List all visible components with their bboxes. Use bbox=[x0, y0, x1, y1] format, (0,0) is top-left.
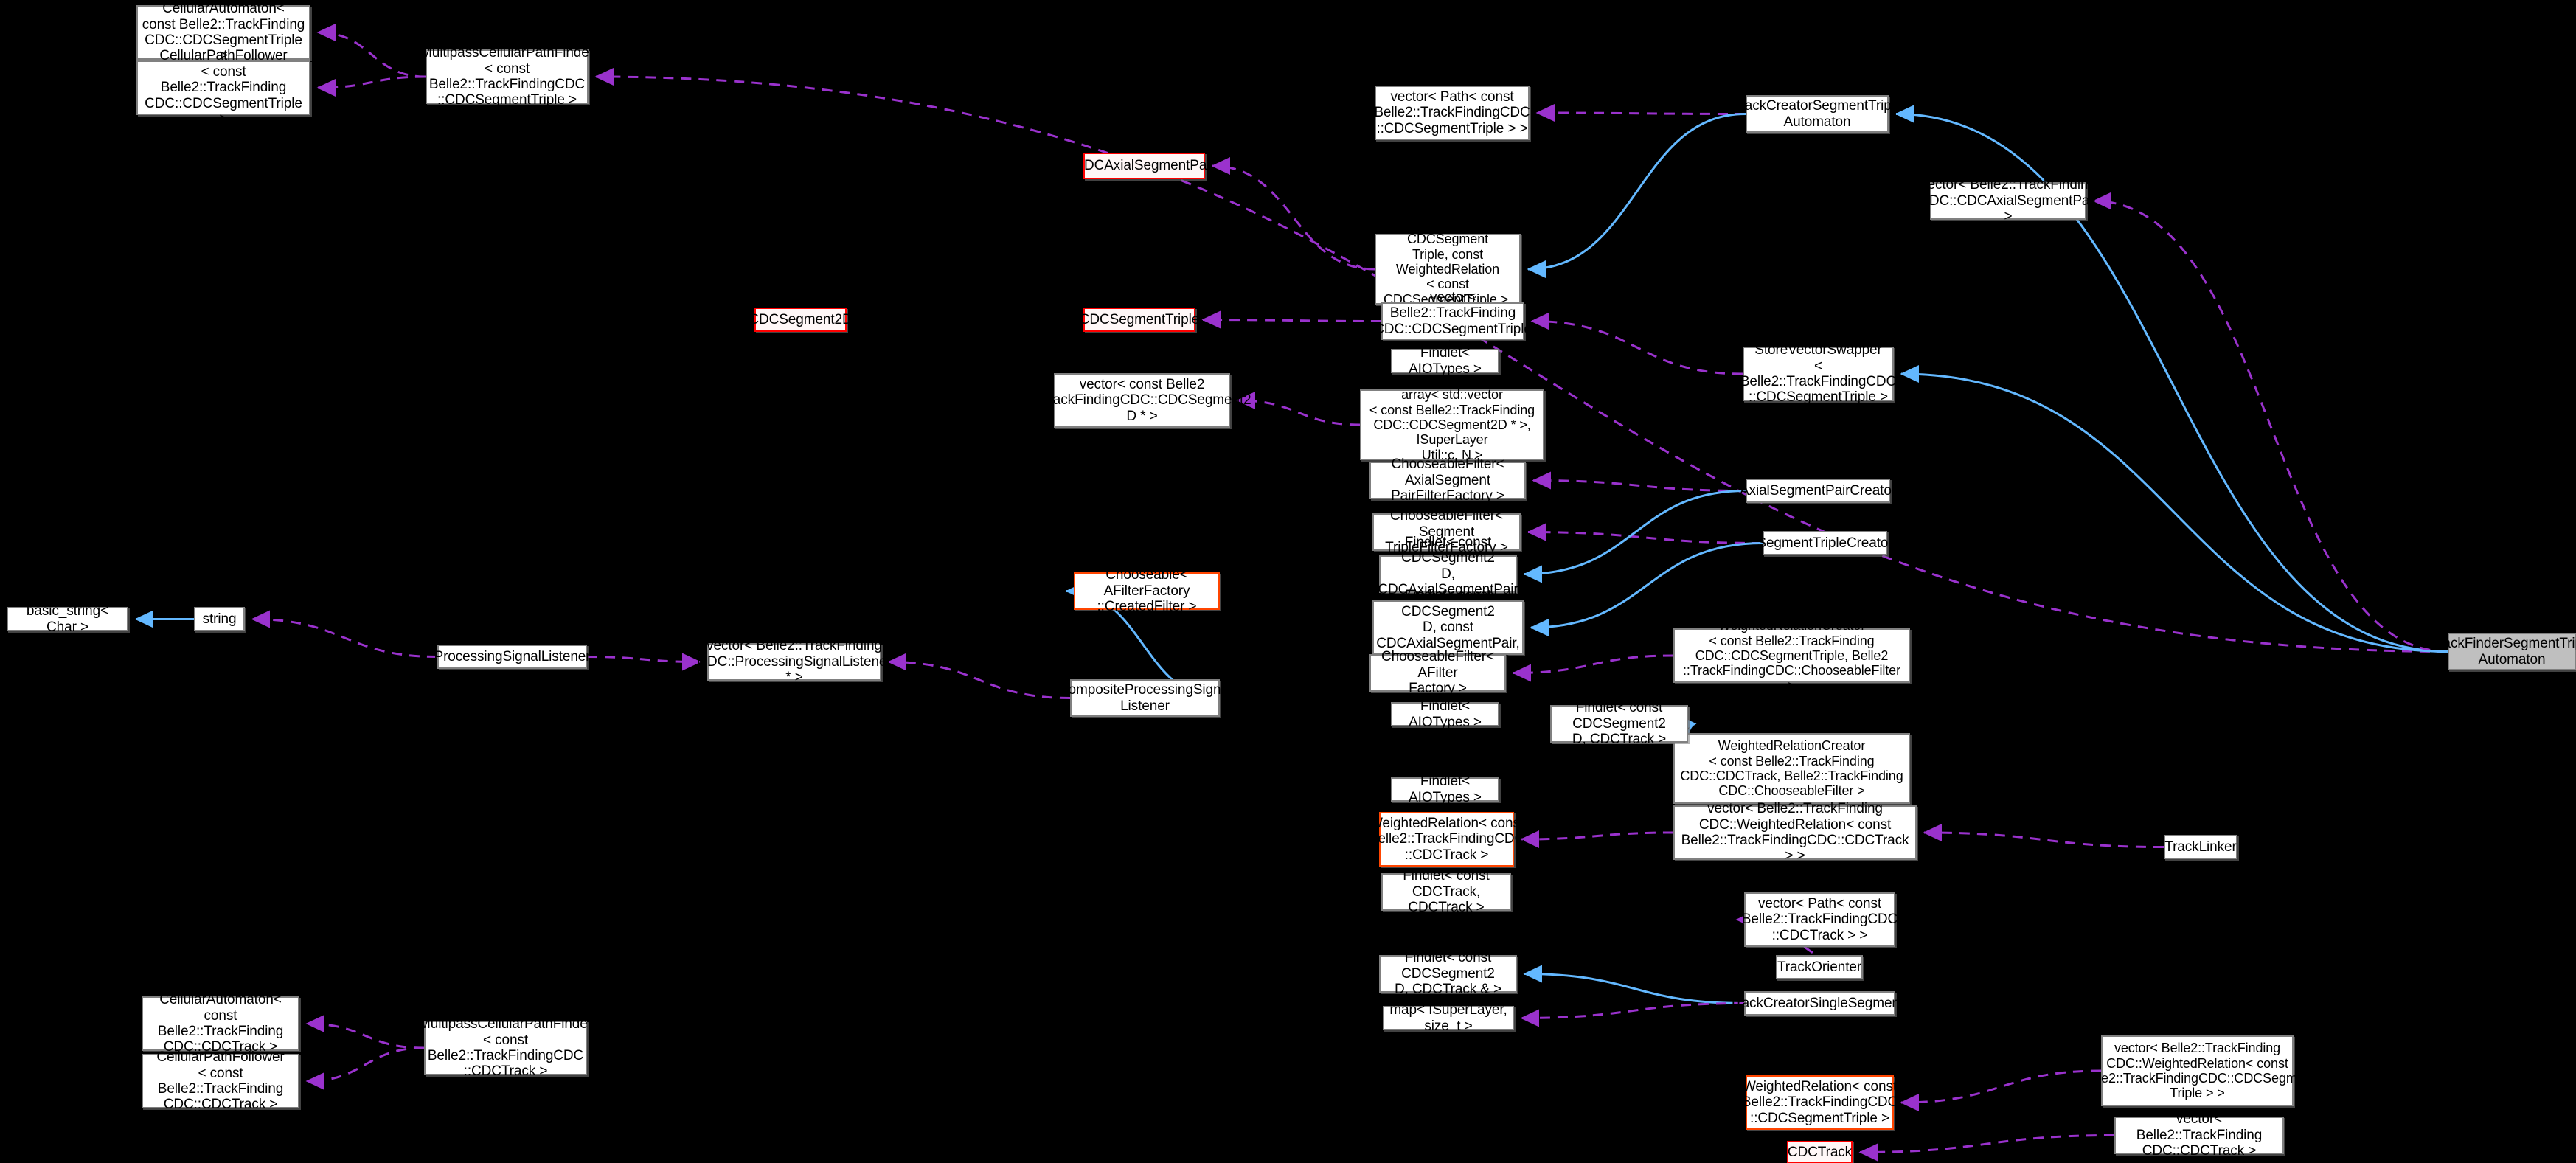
graph-node[interactable]: vector< Belle2::TrackFinding CDC::CDCSeg… bbox=[1374, 290, 1532, 353]
graph-node[interactable]: ChooseableFilter< AFilter Factory > bbox=[1369, 649, 1506, 696]
graph-edge bbox=[1900, 365, 2448, 653]
graph-node[interactable]: CDCSegmentTriple bbox=[1080, 308, 1199, 332]
graph-edge bbox=[316, 24, 426, 78]
graph-node[interactable]: StoreVectorSwapper < Belle2::TrackFindin… bbox=[1740, 342, 1897, 406]
graph-node[interactable]: vector< Belle2::TrackFinding CDC::Weight… bbox=[2080, 1035, 2316, 1106]
graph-node[interactable]: CDCTrack bbox=[1787, 1141, 1853, 1163]
graph-node[interactable]: Findlet< const CDCTrack, CDCTrack > bbox=[1381, 868, 1511, 915]
graph-edge bbox=[316, 75, 426, 97]
graph-edge bbox=[1520, 1002, 1745, 1027]
graph-edge bbox=[1530, 312, 1743, 375]
graph-node[interactable]: SegmentTripleCreator bbox=[1757, 531, 1893, 555]
graph-edge bbox=[1527, 523, 1763, 544]
graph-node[interactable]: vector< Path< const Belle2::TrackFinding… bbox=[1374, 86, 1530, 140]
graph-edge bbox=[1532, 471, 1746, 492]
graph-edge bbox=[1527, 113, 1746, 278]
graph-edge bbox=[1236, 392, 1361, 426]
graph-node[interactable]: WeightedRelation< const Belle2::TrackFin… bbox=[1369, 812, 1524, 867]
graph-node[interactable]: vector< Path< const Belle2::TrackFinding… bbox=[1742, 892, 1898, 947]
graph-node[interactable]: TrackCreatorSingleSegments bbox=[1729, 991, 1911, 1016]
graph-node[interactable]: Findlet< AIOTypes > bbox=[1391, 774, 1499, 805]
graph-node[interactable]: vector< Belle2::TrackFinding CDC::Weight… bbox=[1673, 801, 1917, 864]
graph-node[interactable]: CompositeProcessingSignal Listener bbox=[1058, 679, 1232, 717]
graph-node[interactable]: Findlet< const CDCSegment2 D, CDCTrack > bbox=[1550, 700, 1688, 747]
graph-node[interactable]: ChooseableFilter< AxialSegment PairFilte… bbox=[1369, 456, 1526, 504]
graph-edge bbox=[586, 653, 701, 671]
graph-edge bbox=[1858, 1134, 2115, 1162]
graph-node[interactable]: TrackFinderSegmentTriple Automaton bbox=[2430, 633, 2576, 670]
graph-node[interactable]: TrackCreatorSegmentTriple Automaton bbox=[1732, 95, 1902, 133]
graph-node[interactable]: map< ISuperLayer, size_t > bbox=[1383, 1002, 1514, 1034]
graph-node[interactable]: AxialSegmentPairCreator bbox=[1740, 479, 1896, 503]
graph-edge bbox=[305, 1046, 425, 1090]
graph-node[interactable]: MultipassCellularPathFinder < const Bell… bbox=[420, 45, 594, 108]
graph-node[interactable]: array< std::vector < const Belle2::Track… bbox=[1360, 387, 1544, 462]
graph-edge bbox=[1923, 824, 2164, 848]
graph-node[interactable]: vector< const Belle2 ::TrackFindingCDC::… bbox=[1032, 373, 1251, 428]
graph-edge bbox=[1512, 654, 1674, 682]
graph-node[interactable]: string bbox=[194, 607, 245, 631]
graph-node[interactable]: CDCSegment2D bbox=[749, 308, 853, 332]
graph-node[interactable]: Findlet< const CDCSegment2 D, CDCTrack &… bbox=[1379, 950, 1517, 997]
graph-node[interactable]: CellularPathFollower < const Belle2::Tra… bbox=[136, 48, 310, 127]
graph-node[interactable]: WeightedRelationCreator < const Belle2::… bbox=[1673, 733, 1910, 804]
graph-edge bbox=[887, 653, 1071, 699]
graph-node[interactable]: MultipassCellularPathFinder < const Bell… bbox=[419, 1016, 592, 1080]
graph-edge bbox=[251, 610, 438, 658]
graph-node[interactable]: CDCAxialSegmentPair bbox=[1074, 153, 1215, 179]
graph-node[interactable]: Findlet< AIOTypes > bbox=[1391, 698, 1499, 730]
graph-node[interactable]: WeightedRelation< const Belle2::TrackFin… bbox=[1742, 1075, 1898, 1130]
graph-edge bbox=[1520, 830, 1674, 848]
graph-node[interactable]: CellularPathFollower < const Belle2::Tra… bbox=[142, 1049, 299, 1112]
graph-edge bbox=[1201, 310, 1382, 329]
graph-edge bbox=[1211, 157, 1375, 271]
graph-edge bbox=[1530, 542, 1763, 636]
graph-node[interactable]: vector< Belle2::TrackFinding CDC::CDCTra… bbox=[2114, 1111, 2284, 1159]
graph-node[interactable]: CellularAutomaton< const Belle2::TrackFi… bbox=[142, 992, 299, 1055]
graph-edge bbox=[594, 68, 2448, 653]
graph-node[interactable]: TrackLinker bbox=[2164, 835, 2237, 859]
graph-node[interactable]: basic_string< Char > bbox=[7, 603, 128, 635]
graph-node[interactable]: vector< Belle2::TrackFinding CDC::Proces… bbox=[697, 638, 892, 686]
graph-node[interactable]: TrackOrienter bbox=[1776, 955, 1863, 979]
graph-edge bbox=[1523, 965, 1745, 1004]
graph-node[interactable]: Findlet< const CDCSegment2 D, const CDCA… bbox=[1372, 588, 1524, 667]
graph-edge bbox=[1523, 490, 1746, 583]
graph-edge bbox=[2092, 192, 2448, 653]
graph-node[interactable]: ProcessingSignalListener bbox=[434, 645, 591, 669]
graph-node[interactable]: Findlet< AIOTypes > bbox=[1391, 345, 1499, 377]
graph-node[interactable]: CellularAutomaton< const Belle2::TrackFi… bbox=[136, 1, 310, 63]
graph-edge bbox=[1900, 1069, 2102, 1111]
graph-edge bbox=[1535, 104, 1746, 122]
graph-node[interactable]: WeightedRelationCreator < const Belle2::… bbox=[1673, 618, 1910, 693]
graph-node[interactable]: Chooseable< AFilterFactory ::CreatedFilt… bbox=[1074, 567, 1220, 614]
graph-node[interactable]: vector< Belle2::TrackFinding CDC::CDCAxi… bbox=[1919, 177, 2097, 225]
graph-edge bbox=[305, 1015, 425, 1049]
